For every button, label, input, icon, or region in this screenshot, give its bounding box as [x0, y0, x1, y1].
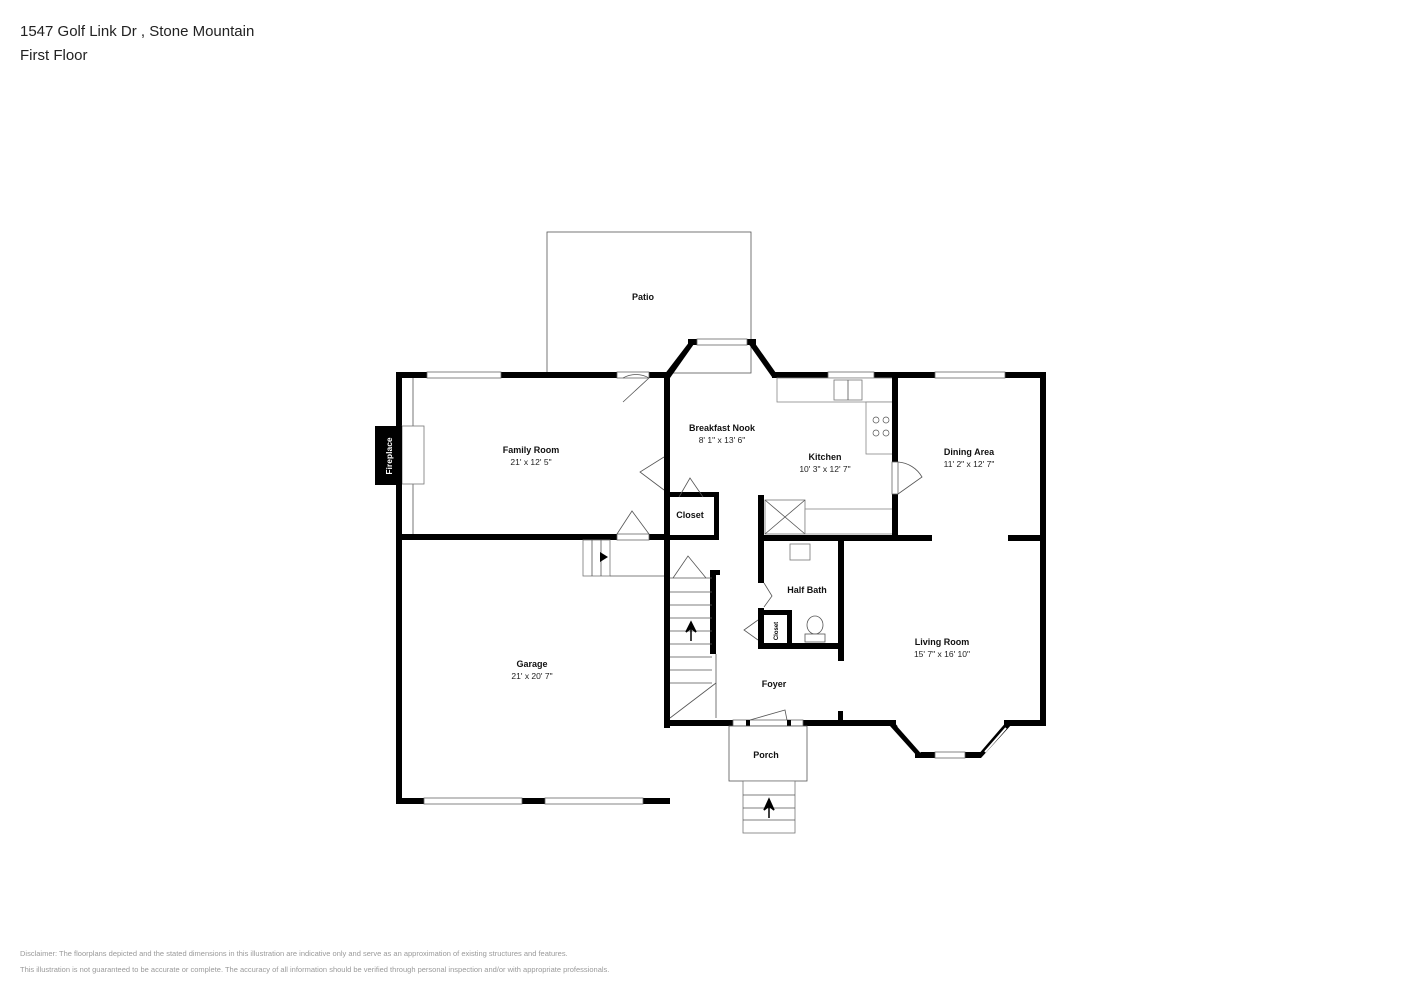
patio-label: Patio: [632, 292, 655, 302]
garage-walls: [396, 539, 670, 805]
garage-dims: 21' x 20' 7": [511, 671, 552, 681]
disclaimer-line-1: Disclaimer: The floorplans depicted and …: [20, 949, 568, 958]
garage-label: Garage: [516, 659, 547, 669]
porch-label: Porch: [753, 750, 779, 760]
porch-outline: [728, 725, 808, 782]
kitchen-dims: 10' 3" x 12' 7": [799, 464, 850, 474]
foyer-label: Foyer: [762, 679, 787, 689]
fireplace: [375, 426, 402, 485]
address-title: 1547 Golf Link Dr , Stone Mountain: [20, 23, 255, 40]
kitchen-label: Kitchen: [808, 452, 841, 462]
family-room-walls: [396, 371, 670, 804]
family-room-dims: 21' x 12' 5": [510, 457, 551, 467]
breakfast-nook-walls: [664, 338, 1046, 379]
nook-closet: [664, 477, 719, 540]
front-walls: [664, 709, 1046, 759]
living-room-dims: 15' 7" x 16' 10": [914, 649, 970, 659]
fireplace-label: Fireplace: [384, 437, 394, 475]
closet-label: Closet: [676, 510, 704, 520]
half-bath-label: Half Bath: [787, 585, 827, 595]
patio-outline: [546, 231, 752, 374]
living-room-label: Living Room: [915, 637, 970, 647]
breakfast-nook-label: Breakfast Nook: [689, 423, 756, 433]
door-family-garage[interactable]: [616, 510, 650, 535]
bath-closet-label: Closet: [774, 622, 780, 640]
dining-area-dims: 11' 2" x 12' 7": [944, 459, 995, 469]
family-room-label: Family Room: [503, 445, 560, 455]
door-patio[interactable]: [622, 374, 650, 403]
dining-area-label: Dining Area: [944, 447, 995, 457]
disclaimer-line-2: This illustration is not guaranteed to b…: [20, 965, 610, 974]
breakfast-nook-dims: 8' 1" x 13' 6": [699, 435, 746, 445]
door-family-nook[interactable]: [639, 456, 665, 491]
kitchen-fixtures: [764, 377, 895, 535]
interior-walls: [743, 372, 1046, 726]
foyer-stairs[interactable]: [669, 555, 720, 719]
floor-title: First Floor: [20, 47, 88, 64]
porch-steps[interactable]: [742, 780, 796, 834]
